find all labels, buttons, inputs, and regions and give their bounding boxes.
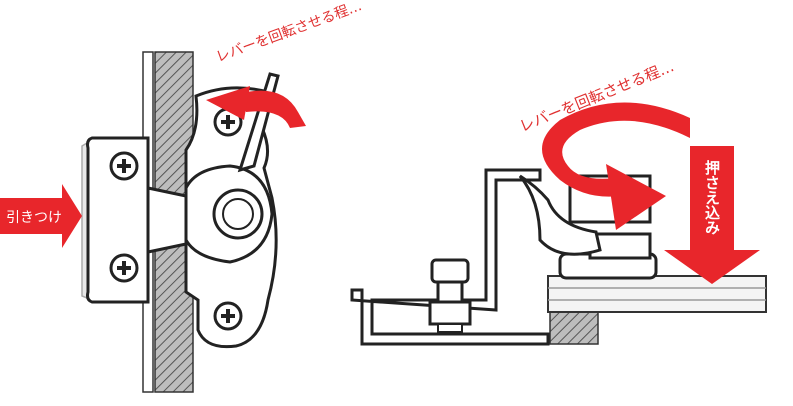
rotate-arrow-icon: [542, 102, 690, 230]
sash-panel: [547, 275, 767, 313]
screw-icon: [109, 253, 139, 283]
lever-lock-body: [184, 72, 280, 349]
screw-icon: [109, 151, 139, 181]
receiver-bracket: [350, 168, 550, 346]
screw-icon: [213, 301, 243, 331]
left-figure: 引きつけ レバーを回転させる程…: [0, 0, 364, 393]
press-arrow-icon: [664, 146, 760, 284]
frame-section: [549, 311, 599, 345]
pull-label: 引きつけ: [6, 210, 62, 226]
left-lever-label: レバーを回転させる程…: [214, 0, 364, 66]
bolt-icon: [428, 258, 472, 333]
rotate-arrow-icon: [206, 86, 306, 128]
receiver-plate: [81, 136, 188, 304]
right-figure: 押さえ込み レバーを回転させる程…: [350, 57, 767, 346]
press-label: 押さえ込み: [703, 159, 721, 235]
pull-arrow-icon: [0, 184, 82, 248]
